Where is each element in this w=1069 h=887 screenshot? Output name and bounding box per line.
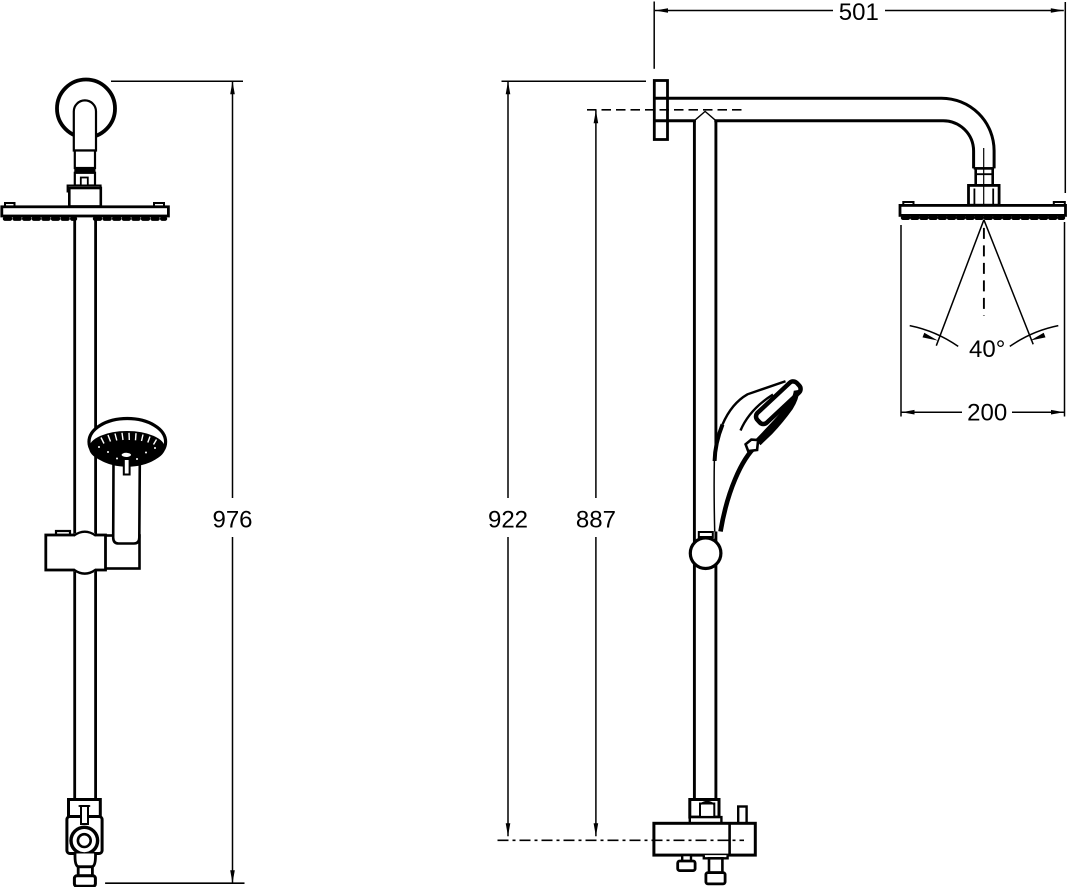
svg-text:976: 976 xyxy=(212,507,252,534)
svg-text:40°: 40° xyxy=(969,336,1005,363)
svg-text:501: 501 xyxy=(839,0,879,26)
svg-text:922: 922 xyxy=(488,507,528,534)
svg-text:887: 887 xyxy=(576,507,616,534)
svg-text:200: 200 xyxy=(967,400,1007,427)
